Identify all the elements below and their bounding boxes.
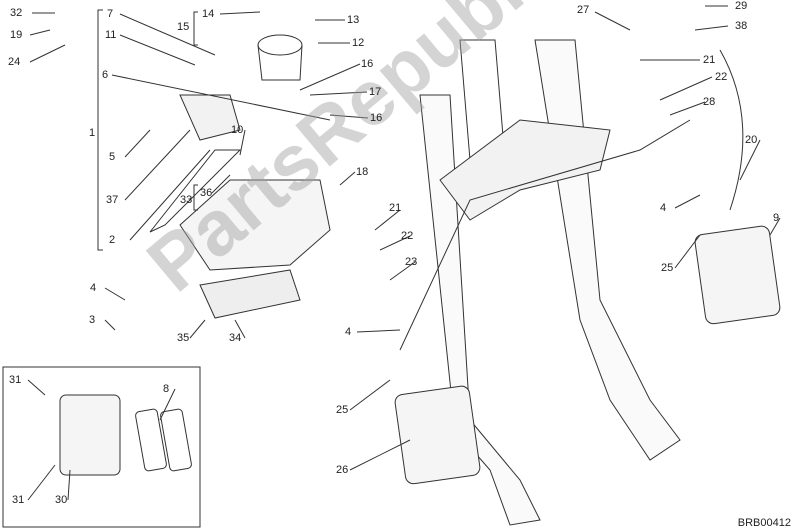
callout-4-left: 4	[90, 282, 97, 294]
callout-2: 2	[109, 234, 116, 246]
callout-15: 15	[177, 21, 190, 33]
callout-29: 29	[735, 0, 748, 12]
reservoir	[179, 179, 331, 271]
callout-25-left: 25	[336, 404, 349, 416]
callout-36: 36	[200, 187, 213, 199]
callout-7: 7	[107, 8, 114, 20]
callout-27: 27	[577, 4, 590, 16]
brake-line	[399, 119, 691, 351]
callout-17: 17	[369, 86, 382, 98]
callout-9: 9	[773, 212, 780, 224]
callout-37: 37	[106, 194, 119, 206]
callout-38: 38	[735, 20, 748, 32]
callout-4-right: 4	[660, 202, 667, 214]
callout-16-bottom: 16	[370, 112, 383, 124]
callout-22-right: 22	[715, 71, 728, 83]
callout-25-right: 25	[661, 262, 674, 274]
callout-23: 23	[405, 256, 418, 268]
callout-11: 11	[105, 29, 117, 41]
callout-14: 14	[202, 8, 215, 20]
caliper-left	[394, 385, 481, 485]
callout-33: 33	[180, 194, 193, 206]
lever	[149, 149, 242, 233]
callout-28: 28	[703, 96, 716, 108]
callout-32: 32	[10, 7, 23, 19]
triple-clamp	[439, 119, 611, 221]
callout-21-right: 21	[703, 54, 716, 66]
callout-12: 12	[352, 37, 365, 49]
callout-26: 26	[336, 464, 349, 476]
callout-20: 20	[745, 134, 758, 146]
caliper-right	[694, 225, 781, 325]
callout-18: 18	[356, 166, 369, 178]
callout-4-center: 4	[345, 326, 352, 338]
callout-21-center: 21	[389, 202, 402, 214]
callout-1: 1	[89, 127, 96, 139]
diagram-code: BRB00412	[737, 517, 791, 529]
callout-13: 13	[347, 14, 360, 26]
callout-30: 30	[55, 494, 68, 506]
callout-5: 5	[109, 151, 116, 163]
callout-22-center: 22	[401, 230, 414, 242]
callout-19: 19	[10, 29, 23, 41]
fluid-cup	[257, 34, 303, 56]
callout-34: 34	[229, 332, 242, 344]
inset-box	[2, 366, 201, 528]
reservoir-cover	[199, 269, 301, 319]
callout-24: 24	[8, 56, 21, 68]
callout-35: 35	[177, 332, 190, 344]
callout-31-top: 31	[9, 374, 22, 386]
callout-8: 8	[163, 383, 170, 395]
callout-31-bottom: 31	[12, 494, 25, 506]
callout-3: 3	[89, 314, 96, 326]
hose-right	[719, 49, 744, 211]
callout-6: 6	[102, 69, 109, 81]
callout-10: 10	[231, 124, 244, 136]
master-cylinder	[179, 94, 241, 141]
callout-16-top: 16	[361, 58, 374, 70]
fork-right	[534, 39, 681, 461]
